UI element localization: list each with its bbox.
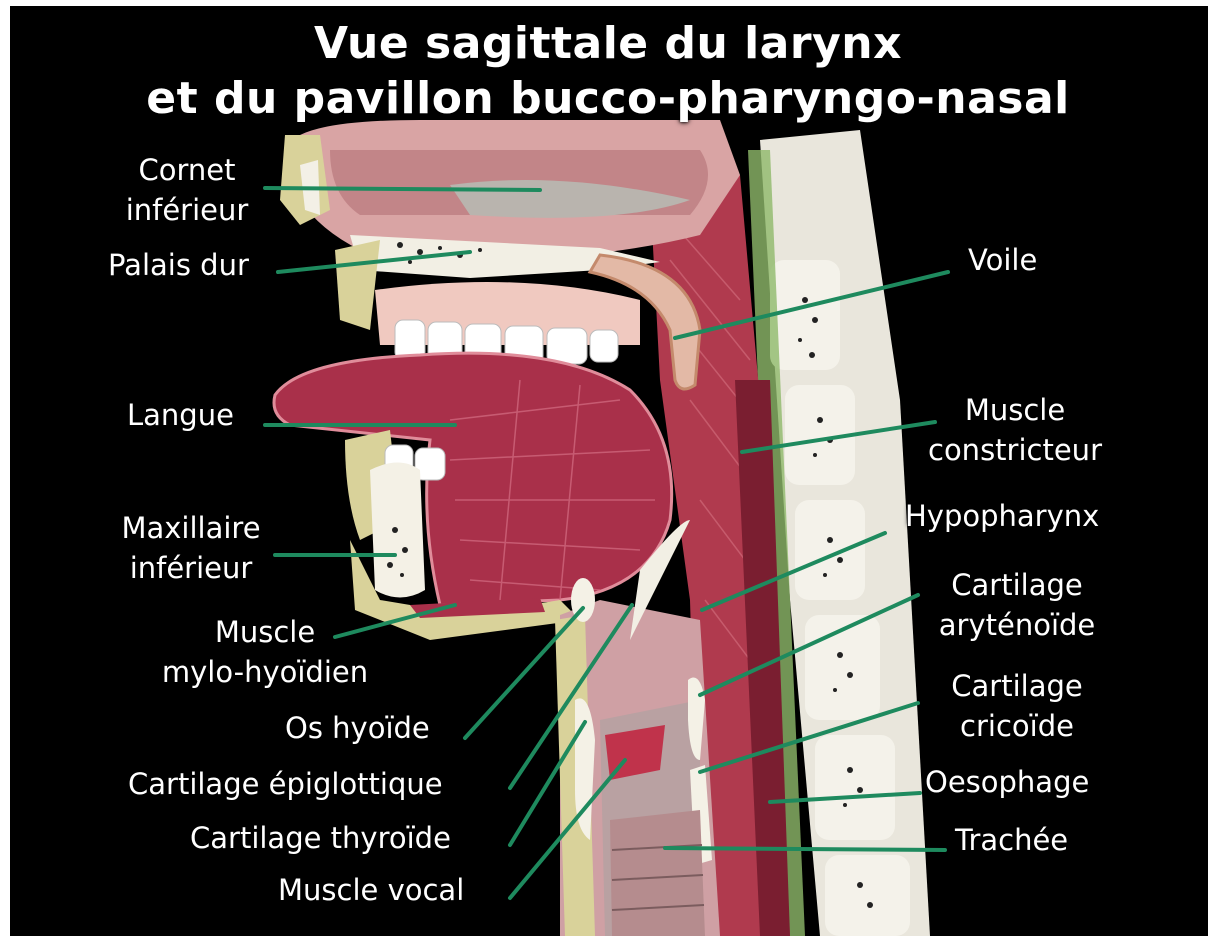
label-muscle-vocal: Muscle vocal [278,870,464,910]
label-cartilage-epiglottique: Cartilage épiglottique [128,764,443,804]
label-cartilage-thyroide: Cartilage thyroïde [190,818,451,858]
tongue-shape [274,353,672,605]
label-os-hyoide: Os hyoïde [285,708,430,748]
figure-title-line-1: Vue sagittale du larynx [0,20,1216,68]
leader-cornet [265,188,540,190]
upper-lip [335,240,380,330]
label-trachee: Trachée [955,820,1068,860]
label-palais-dur: Palais dur [108,245,249,285]
trachea-shape [610,810,705,936]
figure-title-line-2: et du pavillon bucco-pharyngo-nasal [0,75,1216,123]
label-hypopharynx: Hypopharynx [905,496,1099,536]
label-voile: Voile [968,240,1037,280]
label-oesophage: Oesophage [925,762,1089,802]
label-langue: Langue [127,395,234,435]
leader-trachee [665,848,945,850]
